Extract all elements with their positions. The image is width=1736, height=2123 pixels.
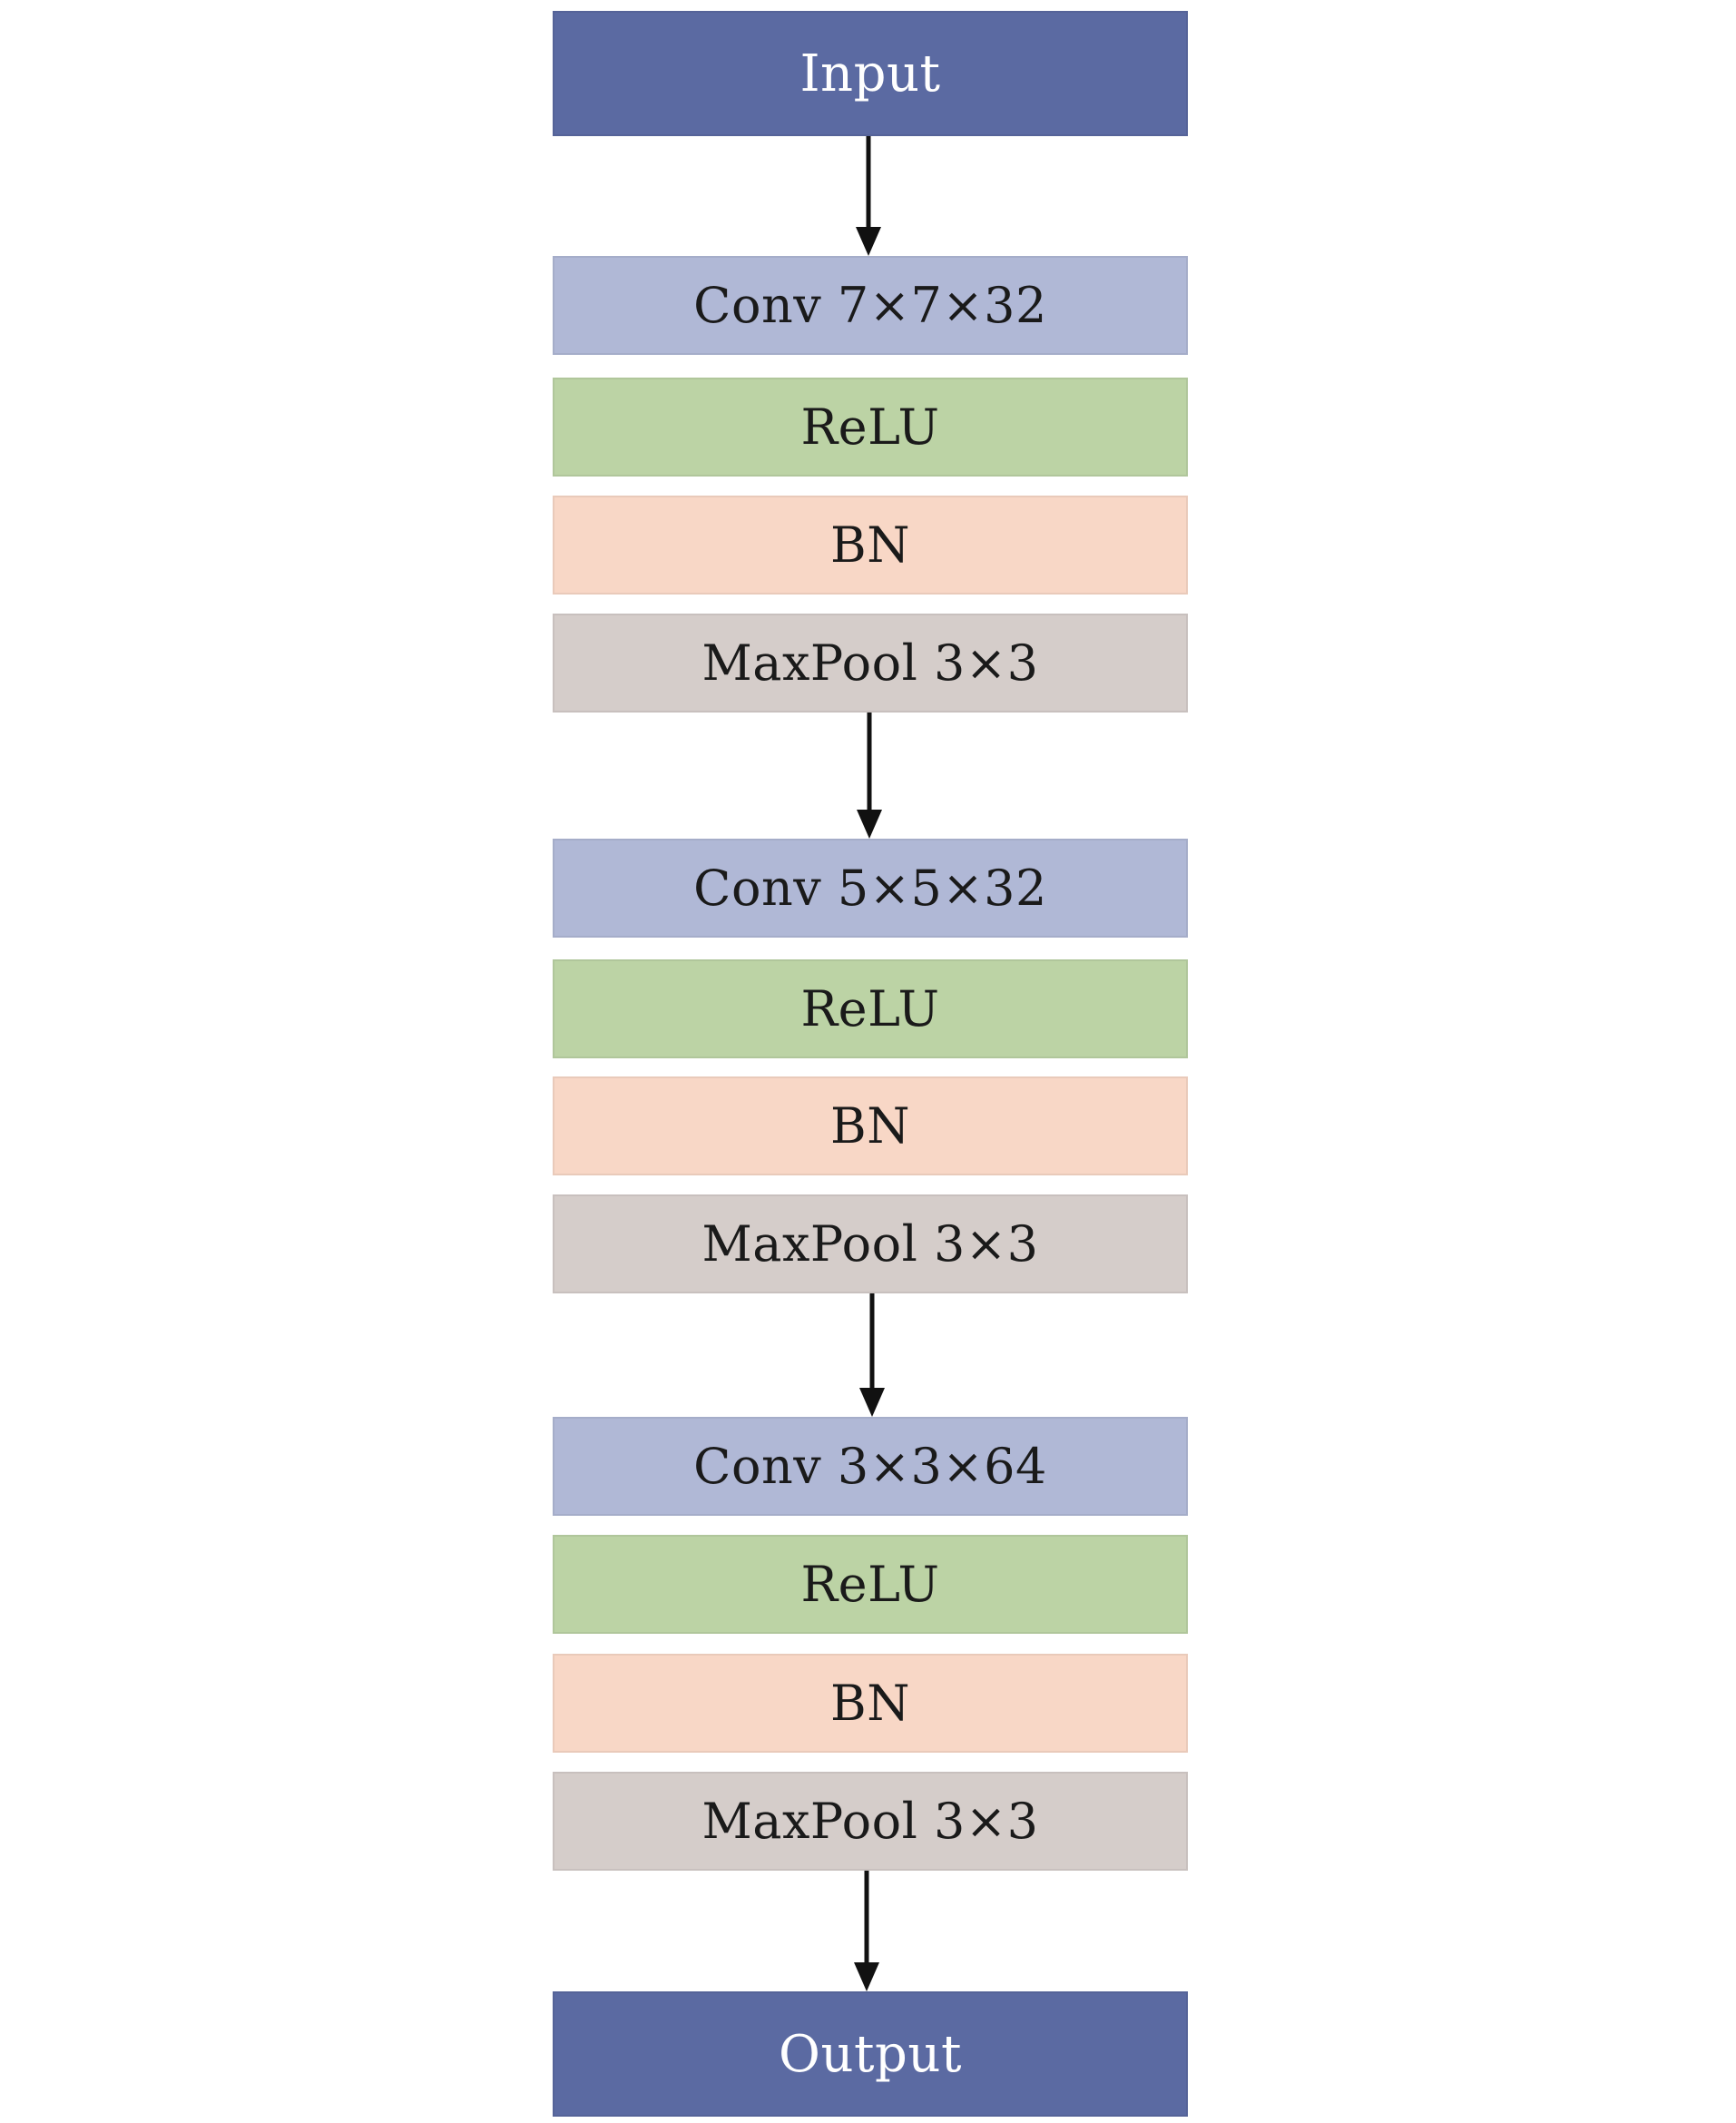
output-node: Output	[553, 1991, 1188, 2117]
block1-conv-layer: Conv 7×7×32	[553, 256, 1188, 355]
block1-bn-layer: BN	[553, 496, 1188, 595]
arrow-block1-to-block2	[857, 713, 882, 839]
arrow-block3-to-output	[854, 1871, 879, 1991]
block2-conv-layer: Conv 5×5×32	[553, 839, 1188, 938]
block3-maxpool-layer: MaxPool 3×3	[553, 1772, 1188, 1871]
block2-maxpool-label: MaxPool 3×3	[701, 1215, 1039, 1273]
block3-relu-layer: ReLU	[553, 1535, 1188, 1634]
block2-bn-label: BN	[830, 1097, 910, 1155]
block2-relu-layer: ReLU	[553, 959, 1188, 1058]
block3-relu-label: ReLU	[800, 1556, 940, 1613]
block1-maxpool-label: MaxPool 3×3	[701, 634, 1039, 692]
block1-relu-label: ReLU	[800, 398, 940, 456]
block3-bn-layer: BN	[553, 1654, 1188, 1753]
block2-relu-label: ReLU	[800, 980, 940, 1037]
block3-conv-layer: Conv 3×3×64	[553, 1417, 1188, 1516]
output-label: Output	[779, 2024, 962, 2084]
block1-maxpool-layer: MaxPool 3×3	[553, 614, 1188, 713]
input-label: Input	[799, 44, 941, 103]
block3-conv-label: Conv 3×3×64	[693, 1438, 1047, 1495]
block1-bn-label: BN	[830, 516, 910, 574]
block2-bn-layer: BN	[553, 1076, 1188, 1175]
block3-bn-label: BN	[830, 1675, 910, 1732]
block3-maxpool-label: MaxPool 3×3	[701, 1793, 1039, 1850]
block2-maxpool-layer: MaxPool 3×3	[553, 1194, 1188, 1293]
arrow-input-to-block1	[856, 136, 881, 256]
block1-relu-layer: ReLU	[553, 378, 1188, 477]
block2-conv-label: Conv 5×5×32	[693, 860, 1047, 917]
block1-conv-label: Conv 7×7×32	[693, 277, 1047, 334]
arrow-block2-to-block3	[859, 1293, 885, 1417]
input-node: Input	[553, 11, 1188, 136]
